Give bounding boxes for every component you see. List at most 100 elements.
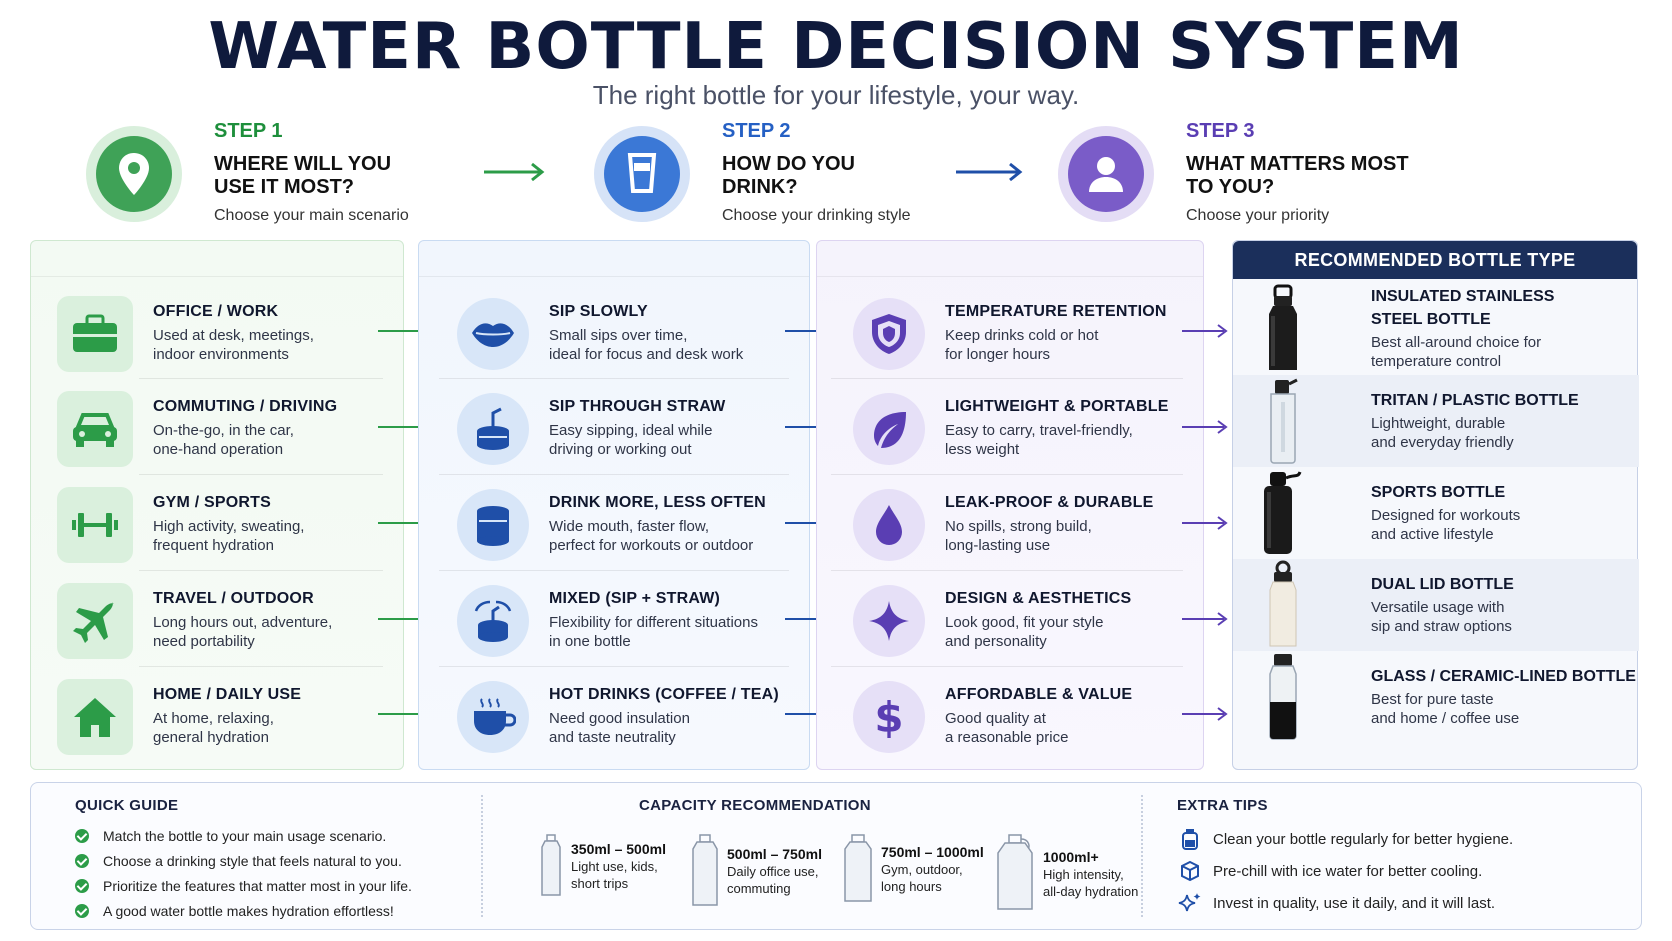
car-icon: [73, 412, 117, 447]
quick-guide-item: A good water bottle makes hydration effo…: [75, 903, 455, 919]
recommended-title: TRITAN / PLASTIC BOTTLE: [1371, 391, 1579, 409]
style-title: DRINK MORE, LESS OFTEN: [549, 494, 766, 511]
scenario-desc-2: one-hand operation: [153, 441, 284, 458]
recommended-desc-1: Lightweight, durable: [1371, 414, 1506, 432]
recommended-desc-2: and home / coffee use: [1371, 709, 1520, 727]
coffee-cup-icon: [474, 697, 516, 735]
quick-guide-item: Choose a drinking style that feels natur…: [75, 853, 455, 869]
style-desc-2: in one bottle: [549, 633, 631, 650]
page-title: WATER BOTTLE DECISION SYSTEM: [208, 10, 1464, 84]
scenario-desc-1: At home, relaxing,: [153, 710, 274, 727]
dumbbell-icon: [72, 512, 118, 537]
step-1-number: STEP 1: [214, 120, 283, 142]
cup-icon: [627, 153, 657, 193]
scenario-desc-2: indoor environments: [153, 346, 289, 363]
style-title: MIXED (SIP + STRAW): [549, 590, 721, 607]
step-1-badge: [86, 126, 182, 222]
recommended-title: DUAL LID BOTTLE: [1371, 575, 1514, 593]
large-bottle-icon: [844, 834, 872, 902]
page-subtitle: The right bottle for your lifestyle, you…: [592, 80, 1080, 110]
scenario-desc-1: Long hours out, adventure,: [153, 614, 333, 631]
step-3-number: STEP 3: [1186, 120, 1255, 142]
recommended-desc-1: Versatile usage with: [1371, 598, 1505, 616]
capacity-item: 1000ml+High intensity,all-day hydration: [995, 833, 1138, 915]
quick-guide-item: Prioritize the features that matter most…: [75, 878, 455, 894]
briefcase-icon: [73, 314, 117, 352]
recommended-title: INSULATED STAINLESS: [1371, 288, 1555, 305]
style-desc-1: Small sips over time,: [549, 327, 688, 344]
sparkles-icon: [1178, 893, 1201, 912]
arrow-right-icon: [1182, 324, 1228, 338]
scenario-title: GYM / SPORTS: [153, 494, 271, 511]
person-icon: [1089, 157, 1123, 192]
step-1-arrow-icon: [484, 162, 545, 182]
style-hot-drinks[interactable]: HOT DRINKS (COFFEE / TEA)Need good insul…: [457, 669, 779, 764]
check-icon: [75, 828, 89, 843]
glass-bottle-icon: [1269, 654, 1297, 740]
priority-desc-2: a reasonable price: [945, 729, 1069, 746]
style-desc-1: Need good insulation: [549, 710, 690, 727]
tip-item: Invest in quality, use it daily, and it …: [1177, 892, 1617, 914]
extra-tips: EXTRA TIPS Clean your bottle regularly f…: [1177, 797, 1617, 914]
style-desc-2: driving or working out: [549, 441, 692, 458]
priority-desc-1: No spills, strong build,: [945, 518, 1092, 535]
house-icon: [74, 697, 116, 737]
scenario-desc-2: general hydration: [153, 729, 269, 746]
priority-desc-1: Easy to carry, travel-friendly,: [945, 422, 1133, 439]
priority-desc-1: Look good, fit your style: [945, 614, 1104, 631]
arrow-right-icon: [1182, 612, 1228, 626]
quick-guide-title: QUICK GUIDE: [75, 797, 179, 814]
tip-item: Pre-chill with ice water for better cool…: [1177, 860, 1617, 882]
style-desc-1: Easy sipping, ideal while: [549, 422, 713, 439]
droplet-icon: [876, 504, 902, 545]
priority-desc-1: Keep drinks cold or hot: [945, 327, 1099, 344]
arrow-right-icon: [1182, 420, 1228, 434]
quick-guide: QUICK GUIDE Match the bottle to your mai…: [75, 797, 455, 919]
style-mixed[interactable]: MIXED (SIP + STRAW) Flexibility for diffe…: [457, 573, 758, 668]
priority-desc-2: long-lasting use: [945, 537, 1051, 554]
step-2-badge: [594, 126, 690, 222]
insulated-bottle-icon: [1269, 284, 1297, 370]
recommended-desc-2: temperature control: [1371, 353, 1502, 370]
style-desc-1: Flexibility for different situations: [549, 614, 758, 631]
recommended-header: RECOMMENDED BOTTLE TYPE: [1233, 241, 1637, 279]
step-1: STEP 1 WHERE WILL YOU USE IT MOST? Choos…: [86, 120, 426, 230]
style-desc-2: ideal for focus and desk work: [549, 346, 744, 363]
extra-tips-title: EXTRA TIPS: [1177, 797, 1268, 814]
priority-desc-2: and personality: [945, 633, 1047, 650]
dollar-icon: $: [874, 694, 903, 740]
sports-bottle-icon: [1264, 471, 1302, 554]
style-desc-2: perfect for workouts or outdoor: [549, 537, 754, 554]
recommended-title: SPORTS BOTTLE: [1371, 483, 1506, 501]
medium-bottle-icon: [692, 834, 718, 906]
priority-desc-2: less weight: [945, 441, 1020, 458]
step-2-number: STEP 2: [722, 120, 791, 142]
recommended-item[interactable]: TRITAN / PLASTIC BOTTLE Lightweight, dura…: [1233, 375, 1639, 467]
leaf-icon: [874, 411, 906, 448]
bottom-info-bar: QUICK GUIDE Match the bottle to your mai…: [30, 782, 1642, 930]
step-2-arrow-icon: [956, 162, 1023, 182]
priority-title: AFFORDABLE & VALUE: [945, 686, 1133, 703]
